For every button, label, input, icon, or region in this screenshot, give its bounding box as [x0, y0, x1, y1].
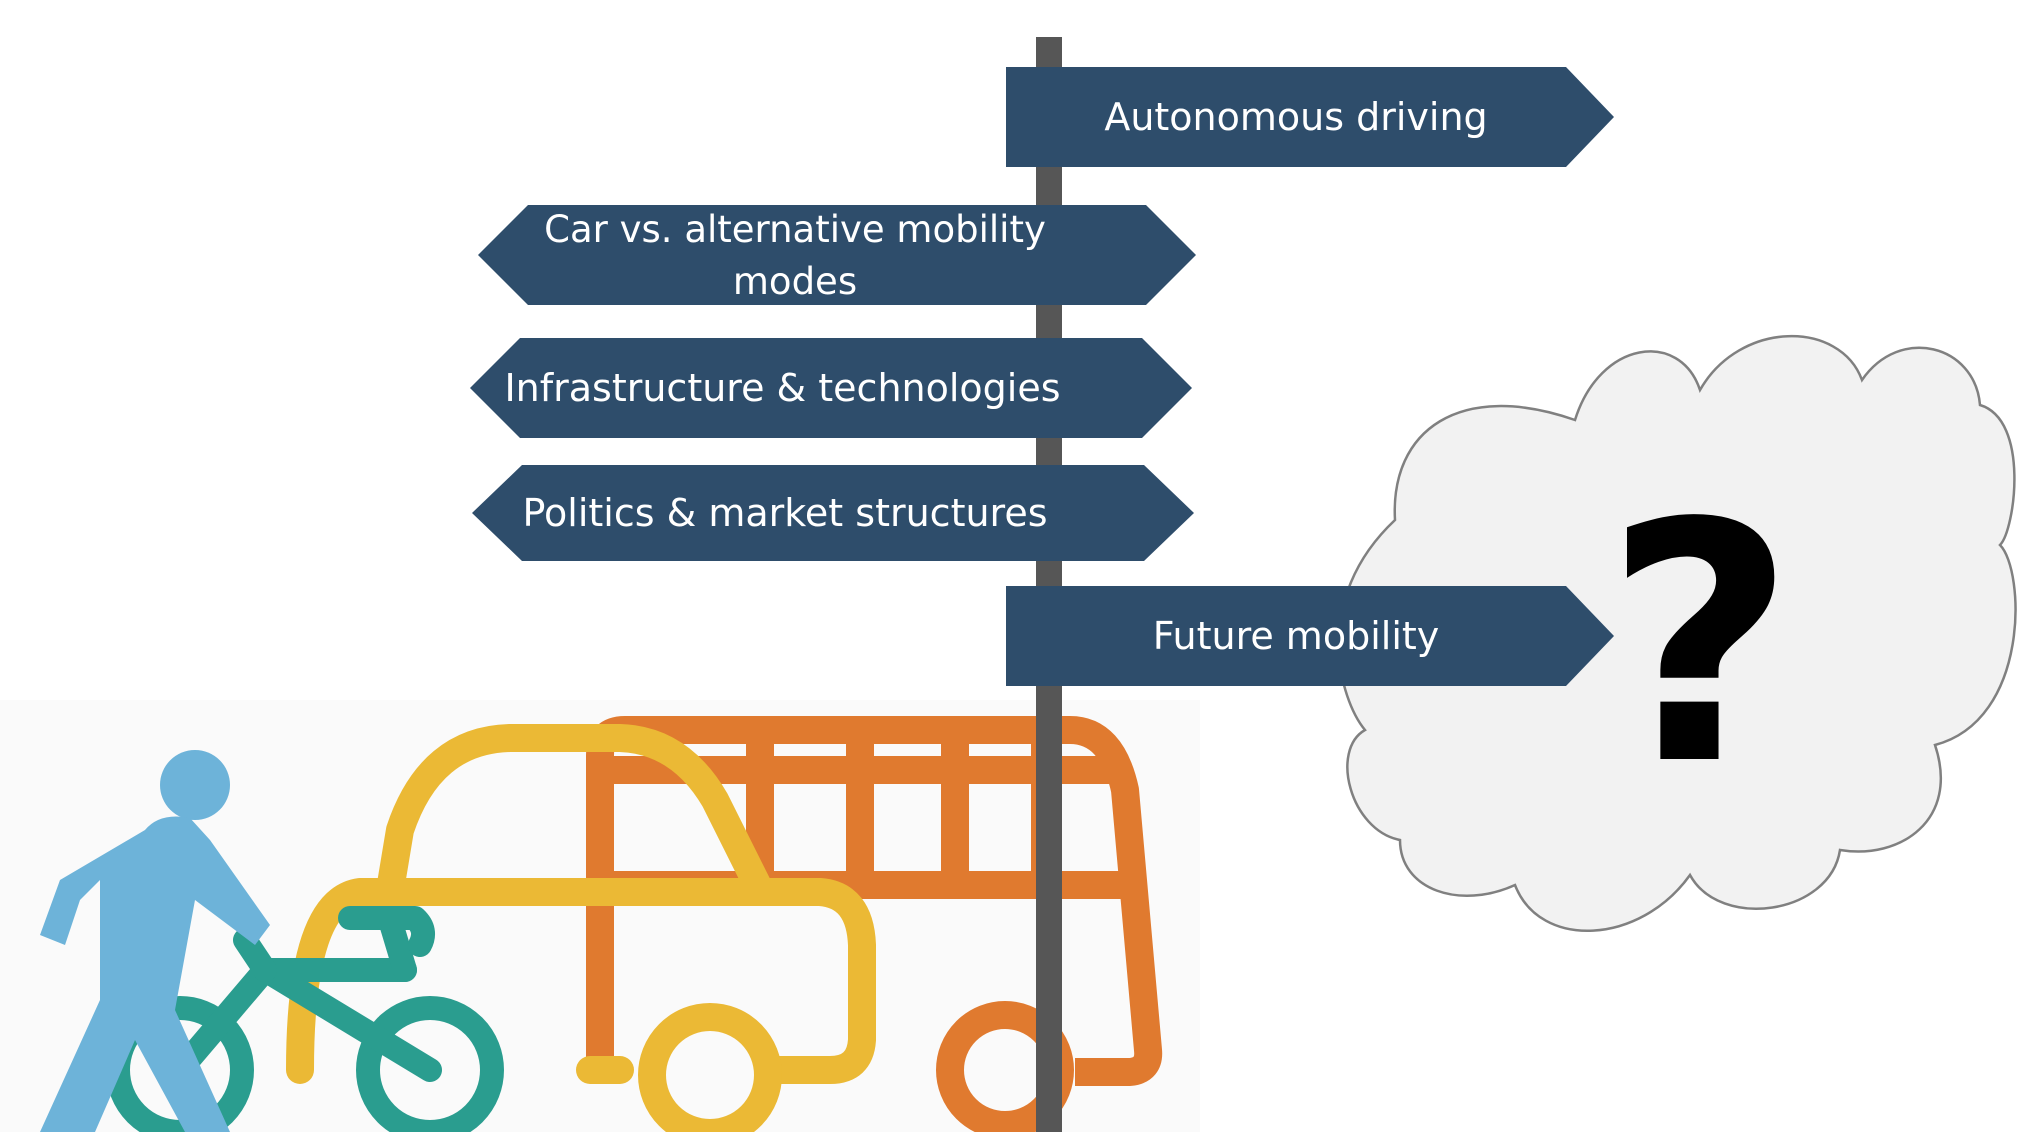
sign-label-autonomous-driving: Autonomous driving: [1104, 95, 1488, 139]
sign-car-vs-alternative: [478, 205, 1196, 305]
sign-future-mobility: [1006, 586, 1614, 686]
sign-label-infrastructure: Infrastructure & technologies: [504, 366, 1061, 410]
sign-politics: [472, 465, 1194, 561]
pedestrian-icon: [40, 750, 270, 1132]
signpost-pole: [1036, 37, 1062, 1132]
sign-label-car-vs-alternative: Car vs. alternative mobility modes: [544, 208, 1046, 303]
cloud-icon: [1337, 335, 2017, 932]
sign-autonomous-driving: [1006, 67, 1614, 167]
sign-label-politics: Politics & market structures: [522, 491, 1048, 535]
question-mark: ?: [1604, 453, 1796, 837]
sign-infrastructure: [470, 338, 1192, 438]
sign-label-future-mobility: Future mobility: [1152, 614, 1440, 658]
